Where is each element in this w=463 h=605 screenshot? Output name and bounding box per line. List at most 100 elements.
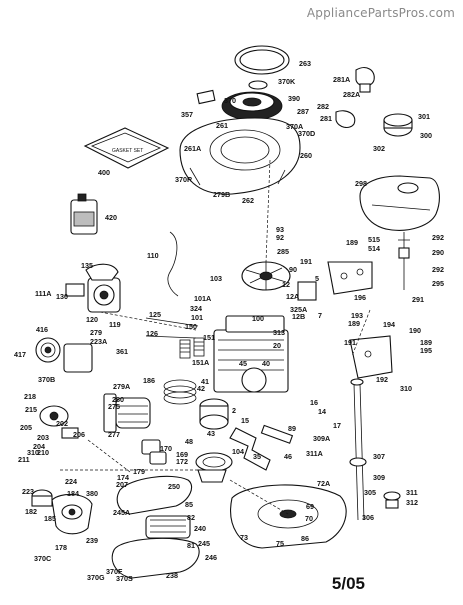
part-label: 370A xyxy=(286,122,303,131)
part-label: 370R xyxy=(175,175,193,184)
gasket-set-bag: GASKET SET xyxy=(83,127,170,169)
part-label: 282A xyxy=(343,90,360,99)
part-label: 210 xyxy=(37,448,49,457)
part-label: 380 xyxy=(86,489,98,498)
decal-370 xyxy=(196,89,216,105)
part-label: 292 xyxy=(432,265,444,274)
part-label: 285 xyxy=(277,247,289,256)
part-label: 15 xyxy=(241,416,249,425)
piston-rings xyxy=(163,379,197,405)
part-label: 279 xyxy=(90,328,102,337)
gasket-label: GASKET SET xyxy=(112,148,143,154)
part-label: 100 xyxy=(252,314,264,323)
dipstick-cap xyxy=(349,457,367,467)
carburetor-lower xyxy=(51,493,93,535)
part-label: 280 xyxy=(112,395,124,404)
part-label: 189 xyxy=(346,238,358,247)
part-label: 125 xyxy=(149,310,161,319)
part-label: 298 xyxy=(355,179,367,188)
part-label: 300 xyxy=(420,131,432,140)
part-label: 196 xyxy=(354,293,366,302)
part-label: 390 xyxy=(288,94,300,103)
part-label: 306 xyxy=(362,513,374,522)
part-label: 370 xyxy=(224,96,236,105)
part-label: 185 xyxy=(44,514,56,523)
fuel-cap xyxy=(383,113,413,137)
blower-housing xyxy=(179,117,301,195)
part-label: 72A xyxy=(317,479,330,488)
part-label: 292 xyxy=(432,233,444,242)
part-label: 262 xyxy=(242,196,254,205)
part-label: 215 xyxy=(25,405,37,414)
part-label: 307 xyxy=(373,452,385,461)
part-label: 357 xyxy=(181,110,193,119)
part-label: 282 xyxy=(317,102,329,111)
part-label: 130 xyxy=(56,292,68,301)
part-label: 103 xyxy=(210,274,222,283)
part-label: 261A xyxy=(184,144,201,153)
part-label: 420 xyxy=(105,213,117,222)
assembly-line-6 xyxy=(351,309,371,357)
part-label: 186 xyxy=(143,376,155,385)
part-label: 312 xyxy=(406,498,418,507)
part-label: 417 xyxy=(14,350,26,359)
part-label: 313 xyxy=(273,328,285,337)
part-label: 275 xyxy=(108,402,120,411)
engine-block xyxy=(213,329,289,393)
part-label: 311A xyxy=(306,449,323,458)
oil-bottle xyxy=(70,193,98,235)
part-label: 12B xyxy=(292,312,305,321)
part-label: 17 xyxy=(333,421,341,430)
part-label: 101 xyxy=(191,313,203,322)
part-label: 7 xyxy=(318,311,322,320)
part-label: 40 xyxy=(262,359,270,368)
piston xyxy=(199,398,229,430)
part-label: 302 xyxy=(373,144,385,153)
part-label: 190 xyxy=(409,326,421,335)
muffler-guard xyxy=(103,393,117,433)
part-label: 120 xyxy=(86,315,98,324)
part-label: 277 xyxy=(108,430,120,439)
part-label: 370C xyxy=(34,554,51,563)
part-label: 309A xyxy=(313,434,330,443)
part-label: 370K xyxy=(278,77,296,86)
part-label: 191 xyxy=(344,338,356,347)
part-label: 207 xyxy=(116,480,128,489)
part-label: 189 xyxy=(348,319,360,328)
part-label: 301 xyxy=(418,112,430,121)
cylinder-head xyxy=(225,315,285,333)
part-label: 35 xyxy=(253,452,261,461)
starter-ring xyxy=(234,45,290,75)
part-label: 179 xyxy=(133,467,145,476)
part-label: 178 xyxy=(55,543,67,552)
control-bracket-lower xyxy=(349,335,393,379)
revision-date: 5/05 xyxy=(331,574,365,593)
part-label: 202 xyxy=(56,419,68,428)
part-label: 261 xyxy=(216,121,228,130)
assembly-line-1 xyxy=(99,311,197,331)
part-label: 86 xyxy=(301,534,309,543)
part-label: 70 xyxy=(305,514,313,523)
dipstick-tube xyxy=(350,378,365,521)
part-label: 189 xyxy=(420,338,432,347)
part-label: 311 xyxy=(406,488,418,497)
part-label: 172 xyxy=(176,457,188,466)
part-label: 104 xyxy=(232,447,244,456)
part-label: 290 xyxy=(432,248,444,257)
air-filter xyxy=(145,515,191,539)
part-label: 361 xyxy=(116,347,128,356)
part-label: 370B xyxy=(38,375,55,384)
crankcase-sump xyxy=(230,484,347,549)
breather-assembly xyxy=(141,439,167,465)
assembly-line-4 xyxy=(229,479,289,515)
part-label: 218 xyxy=(24,392,36,401)
part-label: 310 xyxy=(400,384,412,393)
part-label: 223 xyxy=(22,487,34,496)
part-label: 204 xyxy=(33,442,45,451)
starter-cup xyxy=(221,91,283,121)
part-label: 416 xyxy=(36,325,48,334)
assembly-line-2 xyxy=(87,439,131,473)
